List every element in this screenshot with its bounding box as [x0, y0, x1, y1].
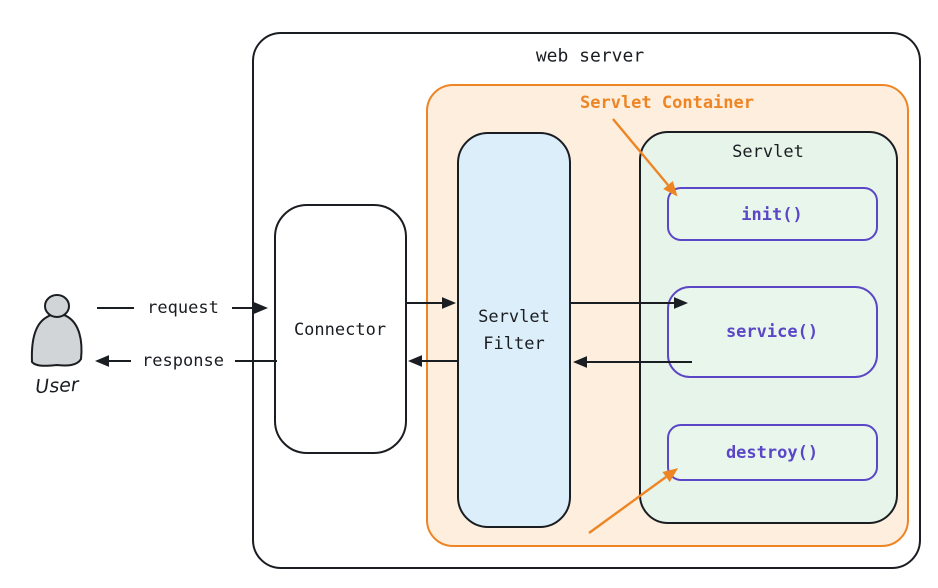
init-label: init()	[741, 205, 802, 225]
request-label: request	[147, 298, 219, 318]
servlet-label: Servlet	[732, 142, 804, 162]
servlet-filter-box	[457, 132, 571, 528]
servlet-filter-label-line1: Servlet	[478, 307, 550, 327]
response-label-bg	[131, 349, 235, 372]
service-label: service()	[726, 322, 818, 342]
response-label: response	[142, 351, 224, 371]
init-box	[667, 187, 878, 241]
servlet-filter-label-line2: Filter	[483, 334, 544, 354]
user-icon	[30, 294, 83, 367]
container-to-destroy-arrow	[588, 468, 679, 534]
destroy-box	[667, 424, 878, 481]
servlet-container-label: Servlet Container	[580, 93, 754, 113]
response-arrow: response	[95, 349, 277, 372]
connector-label: Connector	[294, 320, 386, 340]
user-head-shape	[44, 294, 70, 318]
service-box	[667, 286, 878, 378]
request-label-bg	[134, 296, 232, 319]
container-to-init-arrow	[612, 118, 678, 197]
destroy-label: destroy()	[726, 443, 818, 463]
web-server-label: web server	[536, 46, 645, 67]
request-arrow: request	[97, 296, 268, 319]
user-label: User	[35, 374, 81, 398]
connector-box	[274, 204, 407, 454]
user-body-shape	[30, 313, 83, 367]
